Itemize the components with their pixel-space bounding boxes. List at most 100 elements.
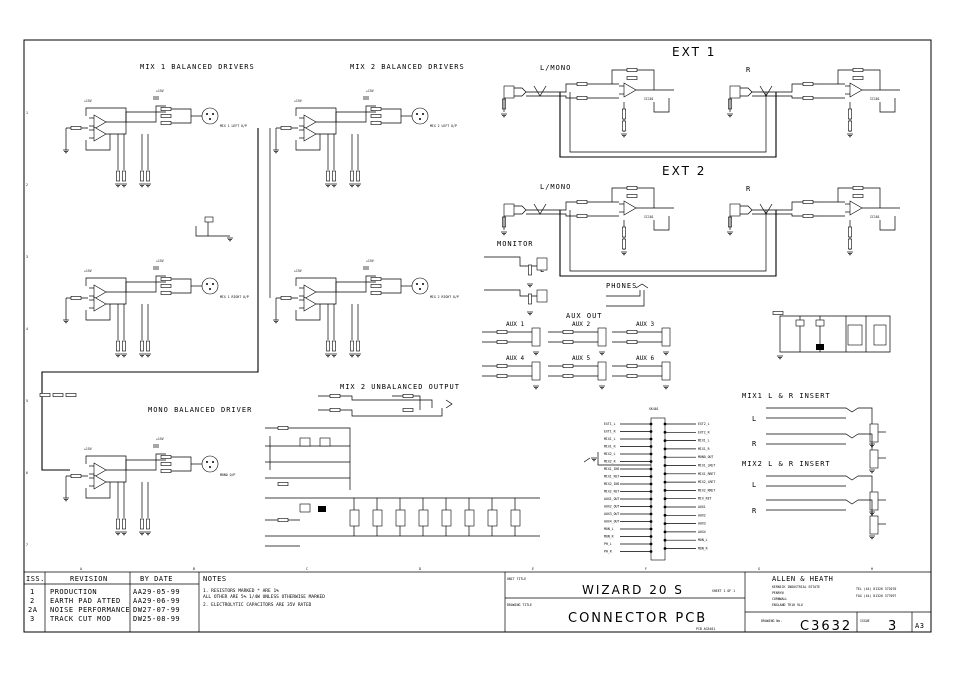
rail-label-b-mix2-left: +15V [366, 89, 374, 93]
conn-right-pin-11 [663, 505, 667, 509]
grid-col-g: G [758, 567, 760, 571]
conn-right-label-5: MONO_OUT [698, 455, 713, 459]
rev3-iss: 2A [28, 606, 38, 614]
insert-blocks [766, 407, 886, 540]
mix2-unbalanced-title: MIX 2 UNBALANCED OUTPUT [340, 383, 460, 391]
mix1-insert-title: MIX1 L & R INSERT [742, 392, 831, 400]
grid-row-6: 6 [26, 471, 28, 475]
mix2-insert-r: R [752, 507, 757, 515]
conn-left-label-13: AUX3_OUT [604, 512, 619, 516]
filter-cell-1 [349, 498, 360, 536]
conn-right-label-16: MON_R [698, 547, 708, 551]
conn-right-label-9: MIX2_RRET [698, 488, 715, 492]
rail-label-b-mix2-right: +15V [366, 259, 374, 263]
jack-ext1-r [729, 85, 753, 99]
conn-right-label-15: MON_L [698, 538, 708, 542]
driver-mono: +15V+15V [62, 437, 219, 536]
unit-title: WIZARD 20 S [582, 583, 684, 597]
note-1: 1. RESISTORS MARKED * ARE 1% [203, 588, 279, 594]
rev4-bydate: DW25-08-99 [133, 615, 180, 623]
notes-header: NOTES [203, 575, 227, 583]
filter-cell-8 [510, 498, 521, 536]
conn-left-pin-16 [649, 535, 653, 538]
aux-output-2: AUX 2 [548, 321, 607, 356]
conn-left-label-17: PH_L [604, 542, 612, 546]
jack-ext2-l [503, 203, 527, 217]
conn-right-pin-7 [663, 472, 667, 476]
connector-ref: SK401 [649, 407, 659, 411]
aux-label-5: AUX 5 [572, 355, 590, 362]
rail-label-b-mix1-right: +15V [156, 259, 164, 263]
grid-col-d: D [419, 567, 421, 571]
xlr-connector-mix1-right [201, 277, 219, 295]
aux-output-3: AUX 3 [612, 321, 671, 356]
drawing-number: C3632 [800, 619, 852, 634]
filter-cell-5 [441, 498, 452, 536]
ext1-link-wire-2 [569, 92, 767, 153]
rev3-bydate: DW27-07-99 [133, 606, 180, 614]
note-2: 2. ELECTROLYTIC CAPACITORS ARE 35V RATED [203, 602, 312, 608]
rev3-text: NOISE PERFORMANCE [50, 606, 130, 614]
conn-left-pin-4 [649, 445, 653, 448]
rev2-text: EARTH PAD ATTED [50, 597, 121, 605]
conn-left-pin-13 [649, 512, 653, 516]
opamp-b-mix2-right [298, 296, 317, 312]
grid-letters: A B C D E F G H 1 2 3 4 5 6 7 [26, 111, 873, 571]
drawing-no-label: DRAWING No. [761, 619, 782, 623]
conn-left-pin-5 [649, 452, 653, 456]
conn-right-pin-5 [663, 455, 667, 459]
ext2-link-wire [559, 210, 777, 277]
conn-right-label-3: MIX1_L [698, 439, 710, 443]
ext-opamp-ext1-l [618, 82, 637, 98]
conn-right-label-11: AUX1 [698, 505, 706, 509]
conn-right-pin-8 [663, 480, 667, 484]
conn-right-pin-9 [663, 489, 667, 492]
grid-row-2: 2 [26, 183, 28, 187]
ext2-r-label: R [746, 185, 751, 193]
sheet-number: SHEET 1 OF 1 [712, 589, 735, 593]
mix2-unbalanced-block [318, 394, 453, 417]
ext1-r-label: R [746, 66, 751, 74]
conn-right-pin-16 [663, 547, 667, 550]
xlr-mix1-left-label: MIX 1 LEFT O/P [220, 124, 247, 128]
mix1-balanced-title: MIX 1 BALANCED DRIVERS [140, 63, 255, 71]
conn-right-pin-14 [663, 530, 667, 534]
conn-right-pin-1 [663, 422, 667, 426]
rev1-text: PRODUCTION [50, 588, 97, 596]
grid-row-1: 1 [26, 111, 28, 115]
aux-label-1: AUX 1 [506, 321, 524, 328]
opamp-a-mix2-right [298, 284, 317, 300]
ext-opamp-ext2-l [618, 200, 637, 216]
power-supply-block [265, 426, 540, 547]
conn-left-pin-6 [649, 460, 653, 463]
aux-label-3: AUX 3 [636, 321, 654, 328]
conn-right-label-1: EXT2_L [698, 422, 710, 426]
conn-left-pin-17 [649, 542, 653, 546]
rev1-bydate: AA29-05-99 [133, 588, 180, 596]
ext-channel-ext1-l: IC101 [500, 68, 674, 138]
drawing-title: CONNECTOR PCB [568, 611, 707, 626]
sheet-border [23, 39, 932, 633]
aux-output-6: AUX 6 [612, 355, 671, 390]
opamp-a-mix1-right [88, 284, 107, 300]
issue-number: 3 [888, 619, 898, 634]
phones-block [606, 283, 649, 307]
jack-ext1-l [503, 85, 527, 99]
pcb-number: PCB AG3401 [696, 627, 715, 631]
ext1-link-wire [559, 92, 777, 158]
rail-label-mix2-right: +15V [294, 269, 302, 273]
aux-out-title: AUX OUT [566, 312, 603, 320]
grid-row-4: 4 [26, 327, 28, 331]
conn-left-label-6: MIX2_R [604, 460, 616, 464]
ext-ic-label-ext1-l: IC101 [644, 97, 654, 101]
conn-right-label-13: AUX3 [698, 522, 706, 526]
grid-col-e: E [532, 567, 534, 571]
conn-left-pin-18 [649, 550, 653, 553]
mono-feed-wire [41, 128, 259, 471]
monitor-title: MONITOR [497, 240, 534, 248]
conn-left-pin-11 [649, 497, 653, 501]
balanced-driver-blocks: +15V+15V+15V+15V+15V+15V+15V+15V+15V+15V [62, 89, 429, 536]
title-block: ISS. REVISION BY DATE NOTES 1 2 2A 3 PRO… [24, 572, 931, 634]
conn-left-label-10: MIX2_RET [604, 490, 619, 494]
rev2-bydate: AA29-06-99 [133, 597, 180, 605]
